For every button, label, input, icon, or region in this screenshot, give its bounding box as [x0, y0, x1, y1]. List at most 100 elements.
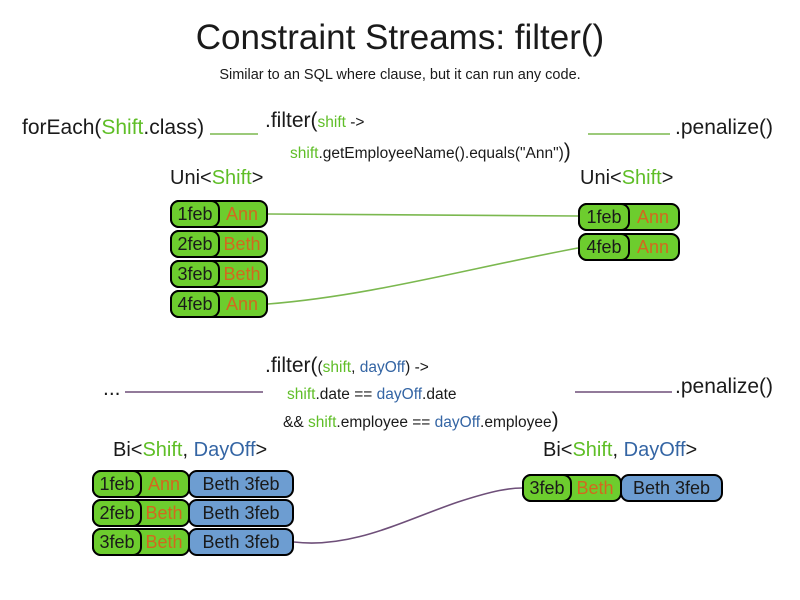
filter-close-paren: ) — [551, 409, 559, 432]
cond-dayoff-ref: dayOff — [434, 414, 481, 431]
connector-1feb-match — [267, 213, 579, 217]
shift-employee-cell: Ann — [636, 206, 670, 227]
cond-shift-ref: shift — [287, 386, 316, 403]
flow2-filter-line1: .filter((shift, dayOff) -> — [265, 353, 559, 381]
and-operator: && — [283, 414, 308, 431]
shift-employee-cell: Beth — [145, 502, 183, 523]
shift-date-cell: 4feb — [578, 233, 630, 261]
bi-type-shift: Shift — [142, 439, 183, 461]
dayoff-pill: Beth 3feb — [188, 528, 294, 556]
cond-date-compare: .date == — [315, 386, 377, 403]
lambda-arrow: ) -> — [405, 359, 429, 376]
shift-date-cell: 1feb — [92, 470, 142, 498]
shift-employee-cell: Ann — [225, 203, 259, 224]
flow1-filter-line2: shift.getEmployeeName().equals("Ann")) — [290, 139, 571, 165]
shift-date-cell: 1feb — [170, 200, 220, 228]
dayoff-pill: Beth 3feb — [620, 474, 723, 502]
bi-close: > — [685, 439, 698, 461]
uni-open: Uni< — [580, 167, 622, 189]
dayoff-pill: Beth 3feb — [188, 499, 294, 527]
foreach-close: .class) — [143, 116, 205, 139]
lambda-body-expr: .getEmployeeName().equals("Ann") — [318, 145, 564, 162]
page-title: Constraint Streams: filter() — [195, 18, 605, 57]
shift-date-cell: 3feb — [170, 260, 220, 288]
filter-call: .filter( — [265, 354, 318, 377]
flow2-filter-code: .filter((shift, dayOff) -> shift.date ==… — [265, 353, 559, 434]
uni-open: Uni< — [170, 167, 212, 189]
cond-employee-compare: .employee == — [336, 414, 435, 431]
uni-close: > — [251, 167, 264, 189]
flow1-source-code: forEach(Shift.class) — [22, 115, 204, 141]
flow2-penalize-code: .penalize() — [675, 375, 774, 398]
flow2-filter-line3: && shift.employee == dayOff.employee) — [283, 408, 559, 434]
bi-open: Bi< — [543, 439, 573, 461]
shift-employee-cell: Ann — [225, 293, 259, 314]
flow2-source-code: ... — [103, 377, 121, 400]
connector-3feb-match — [293, 487, 523, 544]
arg-separator: , — [351, 359, 360, 376]
bi-type-shift: Shift — [572, 439, 613, 461]
page-subtitle: Similar to an SQL where clause, but it c… — [219, 67, 581, 83]
uni-type-shift: Shift — [621, 167, 662, 189]
connector-4feb-match — [267, 247, 579, 305]
bi-type-dayoff: DayOff — [623, 439, 686, 461]
flow1-left-stream-label: Uni<Shift> — [170, 166, 263, 190]
lambda-body-shift: shift — [290, 145, 319, 162]
shift-date-cell: 2feb — [170, 230, 220, 258]
lambda-arg-shift: shift — [317, 114, 346, 131]
flow1-right-stream-label: Uni<Shift> — [580, 166, 673, 190]
cond-date-field: .date — [422, 386, 457, 403]
bi-separator: , — [612, 439, 624, 461]
shift-employee-cell: Beth — [223, 233, 261, 254]
shift-pill: 1feb Ann — [578, 203, 680, 231]
shift-employee-cell: Beth — [576, 477, 614, 498]
filter-close-paren: ) — [563, 140, 571, 163]
bi-type-dayoff: DayOff — [193, 439, 256, 461]
shift-date-cell: 3feb — [92, 528, 142, 556]
dayoff-pill: Beth 3feb — [188, 470, 294, 498]
shift-class-ref: Shift — [101, 116, 144, 139]
shift-date-cell: 1feb — [578, 203, 630, 231]
uni-close: > — [661, 167, 674, 189]
lambda-arrow: -> — [345, 114, 365, 131]
flow1-filter-line1: .filter(shift -> — [265, 108, 571, 136]
flow2-right-stream-label: Bi<Shift, DayOff> — [543, 438, 697, 462]
table-row: 1feb Ann — [578, 203, 680, 231]
shift-date-cell: 3feb — [522, 474, 572, 502]
shift-date-cell: 2feb — [92, 499, 142, 527]
cond-shift-ref: shift — [307, 414, 337, 431]
foreach-call: forEach( — [22, 116, 102, 139]
shift-employee-cell: Beth — [145, 531, 183, 552]
bi-separator: , — [182, 439, 194, 461]
shift-date-cell: 4feb — [170, 290, 220, 318]
shift-employee-cell: Beth — [223, 263, 261, 284]
lambda-arg-dayoff: dayOff — [359, 359, 406, 376]
flow1-penalize-code: .penalize() — [675, 116, 774, 139]
flow1-filter-code: .filter(shift -> shift.getEmployeeName()… — [265, 108, 571, 165]
bi-open: Bi< — [113, 439, 143, 461]
bi-close: > — [255, 439, 268, 461]
uni-type-shift: Shift — [211, 167, 252, 189]
cond-dayoff-ref: dayOff — [376, 386, 423, 403]
filter-call: .filter( — [265, 109, 318, 132]
flow2-filter-line2: shift.date == dayOff.date — [287, 384, 559, 405]
